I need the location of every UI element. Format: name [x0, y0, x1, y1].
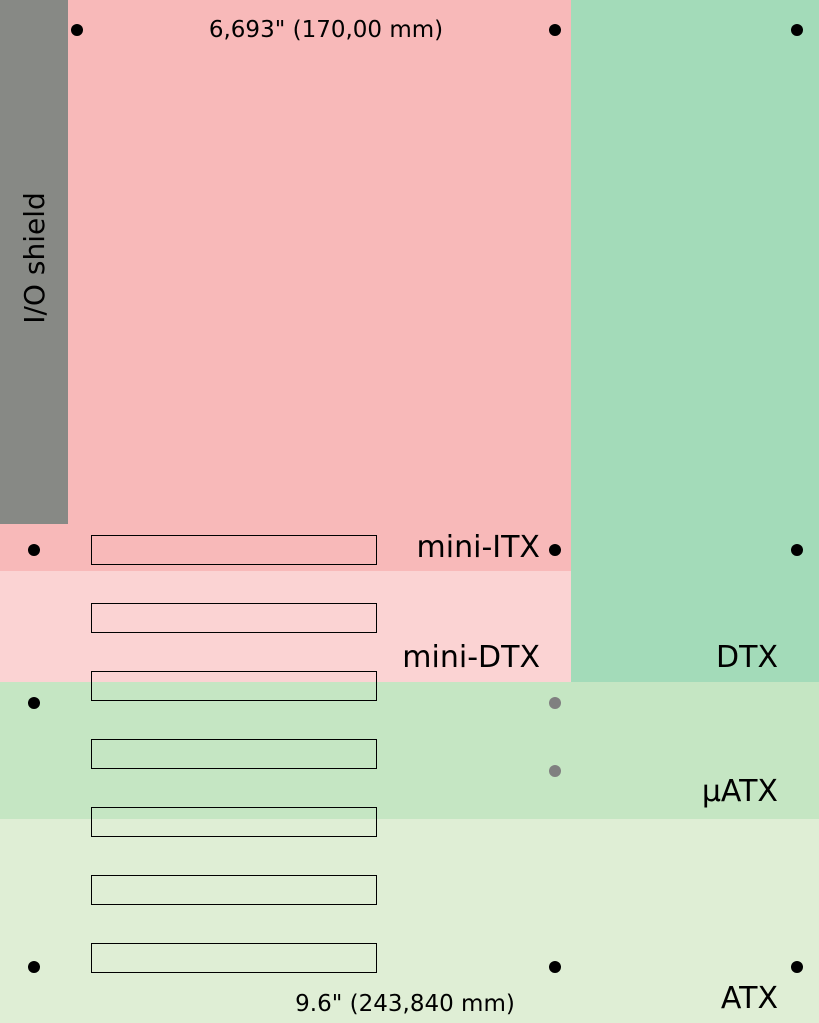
dtx-label: DTX	[716, 640, 778, 675]
mounting-holes	[28, 24, 803, 973]
mounting-hole	[791, 544, 803, 556]
io-shield-label: I/O shield	[18, 192, 51, 324]
mounting-hole	[549, 24, 561, 36]
mini-dtx-label: mini-DTX	[402, 640, 540, 675]
expansion-slot	[91, 671, 377, 701]
uatx-label: µATX	[702, 774, 778, 809]
mounting-hole	[791, 24, 803, 36]
mounting-hole	[549, 961, 561, 973]
expansion-slot	[91, 807, 377, 837]
top-dimension-label: 6,693" (170,00 mm)	[209, 17, 443, 43]
bottom-dimension-label: 9.6" (243,840 mm)	[295, 991, 515, 1017]
expansion-slot	[91, 739, 377, 769]
expansion-slot	[91, 535, 377, 565]
expansion-slot	[91, 943, 377, 973]
mounting-hole	[71, 24, 83, 36]
mounting-hole	[791, 961, 803, 973]
mounting-hole	[28, 961, 40, 973]
mini-itx-label: mini-ITX	[417, 530, 540, 565]
io-shield	[0, 0, 68, 524]
optional-mounting-hole	[549, 765, 561, 777]
mini-itx-region	[0, 0, 571, 571]
mounting-hole	[549, 544, 561, 556]
optional-mounting-hole	[549, 697, 561, 709]
mounting-hole	[28, 544, 40, 556]
expansion-slot	[91, 875, 377, 905]
expansion-slots	[91, 535, 377, 973]
atx-label: ATX	[721, 981, 778, 1016]
mounting-hole	[28, 697, 40, 709]
expansion-slot	[91, 603, 377, 633]
